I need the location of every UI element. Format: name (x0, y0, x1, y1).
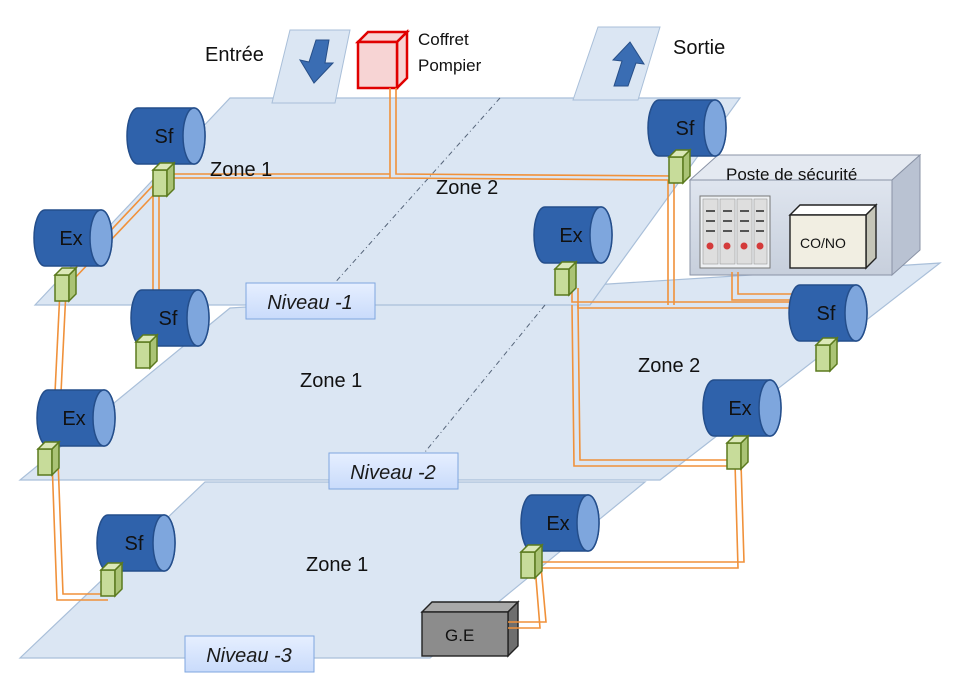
entry-label: Entrée (205, 44, 264, 66)
extract-fan-l1-zone2[interactable]: Ex (533, 206, 613, 264)
extract-fan-l1-zone1-label: Ex (59, 228, 82, 250)
zone-1-level-1: Zone 1 (210, 159, 272, 181)
smoke-fan-l2-zone2[interactable]: Sf (788, 284, 868, 342)
level-3-badge: Niveau -3 (184, 635, 315, 673)
level-1-badge: Niveau -1 (245, 282, 376, 320)
smoke-fan-l1-zone2-label: Sf (676, 118, 695, 140)
zone-1-level-2: Zone 1 (300, 370, 362, 392)
extract-fan-l2-zone1-label: Ex (62, 408, 85, 430)
level-2-badge: Niveau -2 (328, 452, 459, 490)
extract-fan-l1-zone1[interactable]: Ex (33, 209, 113, 267)
extract-fan-l2-zone2[interactable]: Ex (702, 379, 782, 437)
smoke-fan-l1-zone1-label: Sf (155, 126, 174, 148)
zone-divider-level-1 (314, 97, 501, 306)
cabling (51, 88, 829, 629)
up-arrow-icon (611, 41, 645, 87)
fire-box[interactable] (354, 28, 411, 92)
level-3-label: Niveau -3 (206, 645, 292, 667)
sensor-l3-sf[interactable] (99, 561, 124, 598)
sensor-l3-ex[interactable] (519, 543, 544, 580)
smoke-fan-l3-left[interactable]: Sf (96, 514, 176, 572)
extract-fan-l2-zone2-label: Ex (728, 398, 751, 420)
sensor-l1-sf-zone2[interactable] (667, 148, 692, 185)
sensor-l1-sf-zone1[interactable] (151, 161, 176, 198)
generator-label: G.E (445, 626, 474, 645)
sensor-l2-sf-zone2[interactable] (814, 336, 839, 373)
extract-fan-l3-right[interactable]: Ex (520, 494, 600, 552)
smoke-fan-l3-left-label: Sf (125, 533, 144, 555)
co-no-label: CO/NO (800, 235, 846, 251)
smoke-fan-l2-zone1[interactable]: Sf (130, 289, 210, 347)
sensor-l1-ex-zone1[interactable] (53, 266, 78, 303)
level-2-label: Niveau -2 (350, 462, 436, 484)
co-no-detector[interactable] (788, 203, 878, 270)
extract-fan-l1-zone2-label: Ex (559, 225, 582, 247)
smoke-fan-l1-zone1[interactable]: Sf (126, 107, 206, 165)
zone-divider-level-2 (424, 304, 546, 453)
sensor-l2-ex-zone2[interactable] (725, 434, 750, 471)
security-post[interactable] (688, 153, 922, 277)
fire-box-label-2: Pompier (418, 56, 482, 75)
fire-box-label-1: Coffret (418, 30, 469, 49)
exit-ramp (572, 26, 661, 101)
smoke-fan-l1-zone2[interactable]: Sf (647, 99, 727, 157)
sensor-l1-ex-zone2[interactable] (553, 260, 578, 297)
zone-2-level-1: Zone 2 (436, 177, 498, 199)
sensor-l2-sf-zone1[interactable] (134, 333, 159, 370)
generator[interactable] (420, 600, 520, 658)
zone-2-level-2: Zone 2 (638, 355, 700, 377)
extract-fan-l2-zone1[interactable]: Ex (36, 389, 116, 447)
control-panel[interactable] (699, 195, 771, 269)
smoke-fan-l2-zone1-label: Sf (159, 308, 178, 330)
extract-fan-l3-right-label: Ex (546, 513, 569, 535)
entry-ramp (271, 29, 351, 104)
security-post-title: Poste de sécurité (726, 165, 857, 184)
exit-label: Sortie (673, 37, 725, 59)
zone-1-level-3: Zone 1 (306, 554, 368, 576)
down-arrow-icon (298, 39, 335, 84)
smoke-fan-l2-zone2-label: Sf (817, 303, 836, 325)
level-1-label: Niveau -1 (267, 292, 353, 314)
sensor-l2-ex-zone1[interactable] (36, 440, 61, 477)
